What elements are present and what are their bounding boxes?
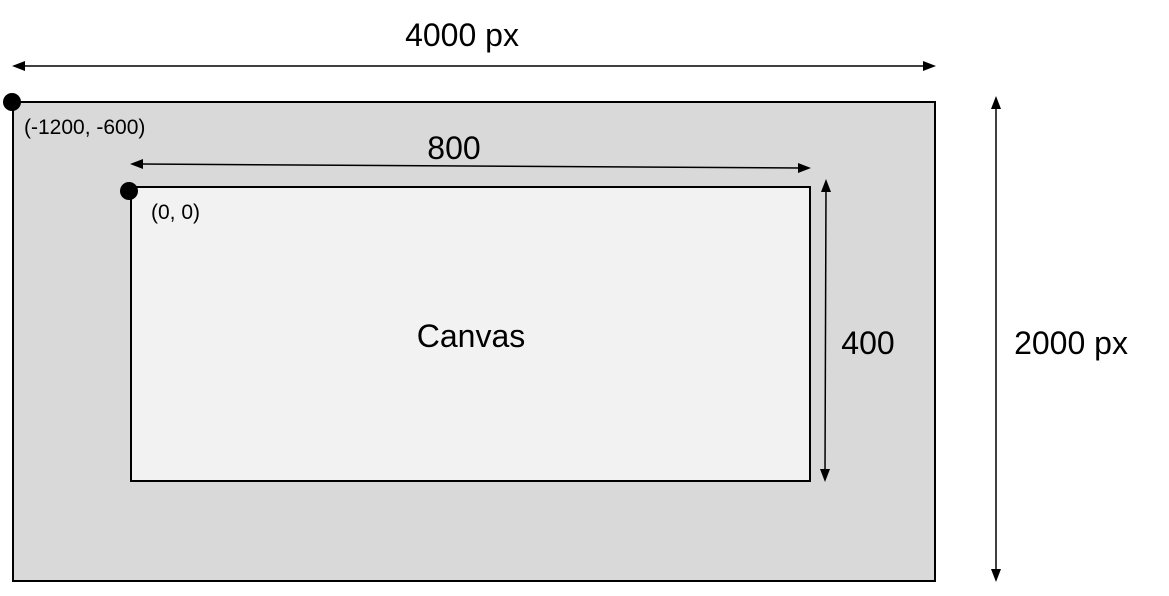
- canvas-width-label: 800: [427, 130, 480, 166]
- outer-width-arrowhead-left: [12, 61, 25, 71]
- outer-width-arrow: [12, 61, 936, 71]
- canvas-height-label: 400: [841, 325, 894, 361]
- canvas-width-arrow: [130, 159, 811, 173]
- canvas-width-arrowhead-right: [798, 163, 811, 173]
- canvas-origin-dot: [120, 182, 138, 200]
- outer-width-label: 4000 px: [405, 17, 519, 53]
- canvas-rect: [130, 186, 811, 482]
- outer-height-arrowhead-bottom: [991, 569, 1001, 582]
- canvas-height-arrowhead-bottom: [820, 469, 830, 482]
- canvas-title: Canvas: [417, 318, 526, 354]
- canvas-origin-label: (0, 0): [151, 201, 200, 224]
- outer-origin-label: (-1200, -600): [24, 116, 145, 139]
- canvas-height-arrow: [820, 179, 831, 482]
- canvas-height-arrowhead-top: [821, 179, 831, 192]
- canvas-width-arrowhead-left: [130, 159, 143, 169]
- outer-height-arrowhead-top: [991, 96, 1001, 109]
- outer-height-label: 2000 px: [1014, 325, 1128, 361]
- outer-height-arrow: [991, 96, 1001, 582]
- outer-origin-dot: [3, 93, 21, 111]
- outer-width-arrowhead-right: [923, 61, 936, 71]
